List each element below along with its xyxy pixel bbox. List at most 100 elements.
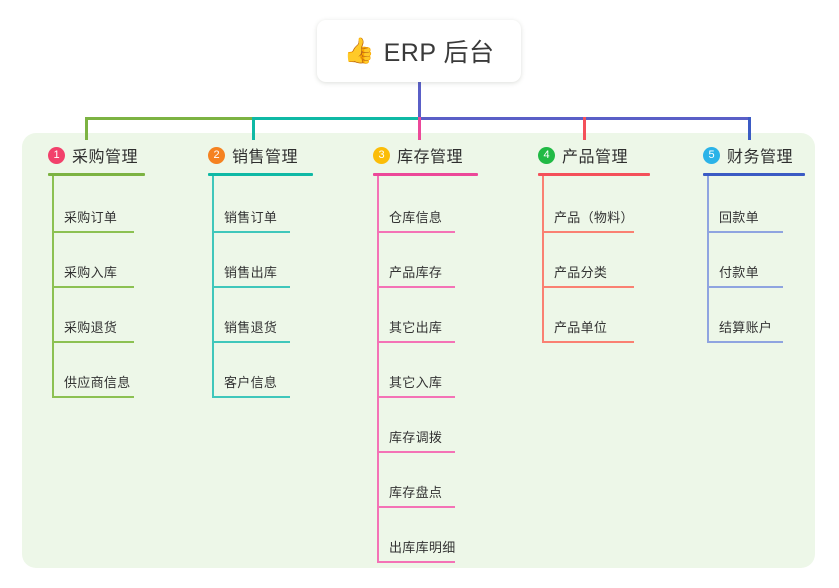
- leaf-node[interactable]: 供应商信息: [52, 366, 134, 398]
- leaf-node-label: 库存盘点: [389, 485, 443, 500]
- branch-column-5: 5 财务管理: [703, 144, 805, 176]
- branch-underline: [373, 173, 478, 176]
- thumbs-up-icon: 👍: [343, 36, 375, 65]
- branch-spine-3: [377, 176, 379, 561]
- connector-drop-2: [252, 117, 255, 140]
- leaf-node-label: 产品库存: [389, 265, 443, 280]
- leaf-node-label: 仓库信息: [389, 210, 443, 225]
- branch-underline: [48, 173, 145, 176]
- branch-number-badge: 3: [373, 146, 390, 164]
- leaf-node-underline: [707, 341, 783, 343]
- branch-title: 库存管理: [397, 149, 464, 166]
- leaf-node-label: 产品分类: [554, 265, 608, 280]
- branch-spine-5: [707, 176, 709, 341]
- leaf-node-label: 出库库明细: [389, 540, 456, 555]
- leaf-node-label: 采购订单: [64, 210, 118, 225]
- leaf-node[interactable]: 销售出库: [212, 256, 290, 288]
- branch-header-5[interactable]: 5 财务管理: [703, 144, 805, 166]
- leaf-node[interactable]: 结算账户: [707, 311, 783, 343]
- leaf-node-underline: [52, 286, 134, 288]
- branch-column-4: 4 产品管理: [538, 144, 650, 176]
- leaf-node-underline: [52, 396, 134, 398]
- branch-header-3[interactable]: 3 库存管理: [373, 144, 478, 166]
- leaf-node-underline: [377, 506, 455, 508]
- leaf-node-underline: [377, 396, 455, 398]
- branch-spine-4: [542, 176, 544, 341]
- leaf-node[interactable]: 其它出库: [377, 311, 455, 343]
- connector-drop-4: [583, 117, 586, 140]
- leaf-node[interactable]: 付款单: [707, 256, 783, 288]
- leaf-node-underline: [707, 231, 783, 233]
- leaf-node[interactable]: 库存盘点: [377, 476, 455, 508]
- root-node-card[interactable]: 👍 ERP 后台: [317, 20, 521, 82]
- branch-title: 财务管理: [727, 149, 794, 166]
- leaf-node[interactable]: 其它入库: [377, 366, 455, 398]
- leaf-node[interactable]: 库存调拨: [377, 421, 455, 453]
- connector-drop-5: [748, 117, 751, 140]
- leaf-node[interactable]: 采购订单: [52, 201, 134, 233]
- leaf-node[interactable]: 采购退货: [52, 311, 134, 343]
- leaf-node-label: 其它入库: [389, 375, 443, 390]
- leaf-node-underline: [542, 231, 634, 233]
- leaf-node-underline: [377, 231, 455, 233]
- leaf-node-underline: [212, 231, 290, 233]
- leaf-node[interactable]: 产品库存: [377, 256, 455, 288]
- leaf-node-label: 采购退货: [64, 320, 118, 335]
- leaf-node-label: 销售出库: [224, 265, 278, 280]
- leaf-node-label: 销售退货: [224, 320, 278, 335]
- leaf-node[interactable]: 采购入库: [52, 256, 134, 288]
- leaf-node-label: 产品单位: [554, 320, 608, 335]
- diagram-panel: [22, 133, 815, 568]
- leaf-node[interactable]: 产品单位: [542, 311, 634, 343]
- leaf-node-underline: [377, 286, 455, 288]
- branch-underline: [703, 173, 805, 176]
- connector-trunk: [418, 80, 421, 120]
- leaf-node-underline: [212, 341, 290, 343]
- leaf-node[interactable]: 销售退货: [212, 311, 290, 343]
- leaf-node-underline: [542, 341, 634, 343]
- branch-number-badge: 4: [538, 146, 555, 164]
- leaf-node-label: 其它出库: [389, 320, 443, 335]
- leaf-node[interactable]: 客户信息: [212, 366, 290, 398]
- connector-drop-3: [418, 117, 421, 140]
- leaf-node[interactable]: 出库库明细: [377, 531, 455, 563]
- leaf-node-underline: [212, 286, 290, 288]
- leaf-node[interactable]: 销售订单: [212, 201, 290, 233]
- leaf-node-underline: [377, 451, 455, 453]
- branch-underline: [538, 173, 650, 176]
- leaf-node[interactable]: 回款单: [707, 201, 783, 233]
- leaf-node[interactable]: 产品（物料）: [542, 201, 634, 233]
- leaf-node-label: 供应商信息: [64, 375, 131, 390]
- root-node-title: ERP 后台: [383, 39, 495, 67]
- leaf-node-label: 销售订单: [224, 210, 278, 225]
- connector-bar-green: [85, 117, 252, 120]
- branch-header-4[interactable]: 4 产品管理: [538, 144, 650, 166]
- branch-title: 采购管理: [72, 149, 139, 166]
- connector-drop-1: [85, 117, 88, 140]
- leaf-node-underline: [212, 396, 290, 398]
- leaf-node-label: 客户信息: [224, 375, 278, 390]
- branch-title: 产品管理: [562, 149, 629, 166]
- branch-number-badge: 1: [48, 146, 65, 164]
- leaf-node[interactable]: 仓库信息: [377, 201, 455, 233]
- leaf-node-label: 回款单: [719, 210, 759, 225]
- leaf-node-label: 付款单: [719, 265, 759, 280]
- leaf-node-label: 采购入库: [64, 265, 118, 280]
- branch-column-3: 3 库存管理: [373, 144, 478, 176]
- leaf-node-label: 产品（物料）: [554, 210, 634, 225]
- leaf-node-underline: [377, 341, 455, 343]
- leaf-node-underline: [52, 341, 134, 343]
- branch-underline: [208, 173, 313, 176]
- leaf-node-underline: [542, 286, 634, 288]
- leaf-node-underline: [377, 561, 455, 563]
- leaf-node-underline: [707, 286, 783, 288]
- branch-number-badge: 5: [703, 146, 720, 164]
- branch-column-1: 1 采购管理: [48, 144, 145, 176]
- branch-header-1[interactable]: 1 采购管理: [48, 144, 145, 166]
- leaf-node[interactable]: 产品分类: [542, 256, 634, 288]
- leaf-node-label: 结算账户: [719, 320, 773, 335]
- branch-number-badge: 2: [208, 146, 225, 164]
